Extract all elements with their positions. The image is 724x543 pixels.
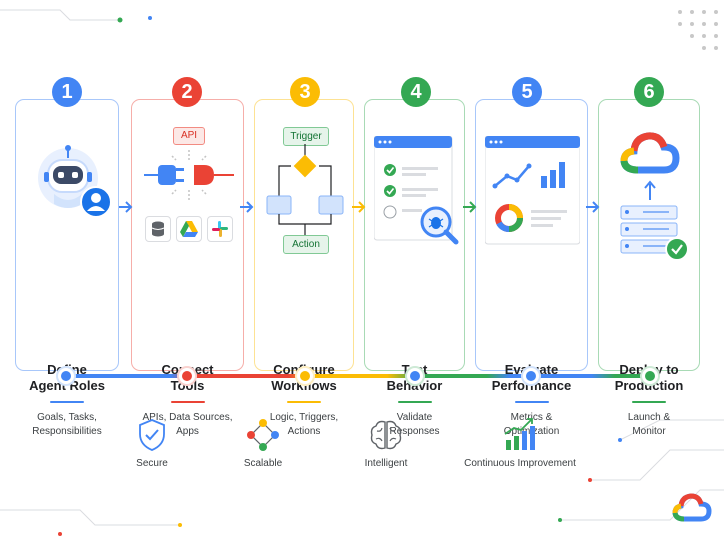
brain-icon <box>370 420 402 450</box>
database-tool-icon <box>145 216 171 242</box>
step-card-evaluate-performance: Evaluate Performance Metrics & Optimizat… <box>475 99 588 437</box>
flow-arrow-icon <box>119 201 133 213</box>
timeline-bar <box>66 374 650 378</box>
step-divider <box>632 401 666 403</box>
flow-arrow-icon <box>352 201 366 213</box>
network-nodes-icon <box>247 419 279 451</box>
circuit-decoration-top-left <box>0 9 152 23</box>
step-subtitle: APIs, Data Sources, Apps <box>142 412 233 437</box>
step-number-badge: 5 <box>512 77 542 107</box>
step-number-badge: 1 <box>52 77 82 107</box>
timeline-node <box>405 366 425 386</box>
timeline-node <box>295 366 315 386</box>
step-card-deploy-to-production: Deploy to Production Launch & Monitor <box>598 99 700 437</box>
plug-connect-icon <box>144 150 234 200</box>
feature-label: Intelligent <box>364 458 408 469</box>
step-number-badge: 3 <box>290 77 320 107</box>
step-divider <box>50 401 84 403</box>
shield-check-icon <box>139 419 165 451</box>
slack-tool-icon <box>207 216 233 242</box>
growth-chart-icon <box>504 418 535 450</box>
timeline-node <box>177 366 197 386</box>
circuit-decoration-bottom-left <box>0 509 182 536</box>
feature-label: Continuous Improvement <box>464 458 576 469</box>
action-node: Action <box>283 235 329 254</box>
step-divider <box>287 401 321 403</box>
circuit-decoration-top-right <box>678 10 718 50</box>
flow-arrow-icon <box>240 201 254 213</box>
flow-arrow-icon <box>586 201 600 213</box>
timeline-node <box>521 366 541 386</box>
feature-label: Scalable <box>243 458 283 469</box>
step-divider <box>514 401 549 403</box>
api-tag: API <box>173 127 205 145</box>
step-card-configure-workflows: Trigger Action Configure Workflows Logic… <box>254 99 354 437</box>
robot-icon <box>38 145 98 208</box>
analytics-dashboard-icon <box>485 136 580 245</box>
flow-arrow-icon <box>463 201 477 213</box>
circuit-decoration-bottom <box>558 419 724 522</box>
test-checklist-icon <box>374 136 459 245</box>
step-subtitle: Validate Responses <box>389 412 440 437</box>
feature-label: Secure <box>136 458 168 469</box>
step-card-define-agent-roles: Define Agent Roles Goals, Tasks, Respons… <box>15 99 119 437</box>
upload-arrow-icon <box>644 180 656 200</box>
step-divider <box>397 401 432 403</box>
drive-tool-icon <box>176 216 202 242</box>
timeline-node <box>640 366 660 386</box>
step-subtitle: Goals, Tasks, Responsibilities <box>32 412 102 437</box>
trigger-node: Trigger <box>283 127 329 146</box>
step-number-badge: 2 <box>172 77 202 107</box>
step-card-connect-tools: API Connect Tools APIs, Data Sources, Ap… <box>131 99 244 437</box>
step-divider <box>170 401 205 403</box>
step-number-badge: 4 <box>401 77 431 107</box>
google-cloud-logo-icon <box>672 493 712 522</box>
step-subtitle: Launch & Monitor <box>627 412 671 437</box>
workflow-diagram-icon <box>266 144 344 236</box>
server-rack-icon <box>620 205 689 261</box>
step-card-test-behavior: Test Behavior Validate Responses <box>364 99 465 437</box>
user-avatar-icon <box>80 186 112 218</box>
step-subtitle: Logic, Triggers, Actions <box>269 412 339 437</box>
google-cloud-icon <box>620 132 680 174</box>
step-number-badge: 6 <box>634 77 664 107</box>
timeline-node <box>56 366 76 386</box>
